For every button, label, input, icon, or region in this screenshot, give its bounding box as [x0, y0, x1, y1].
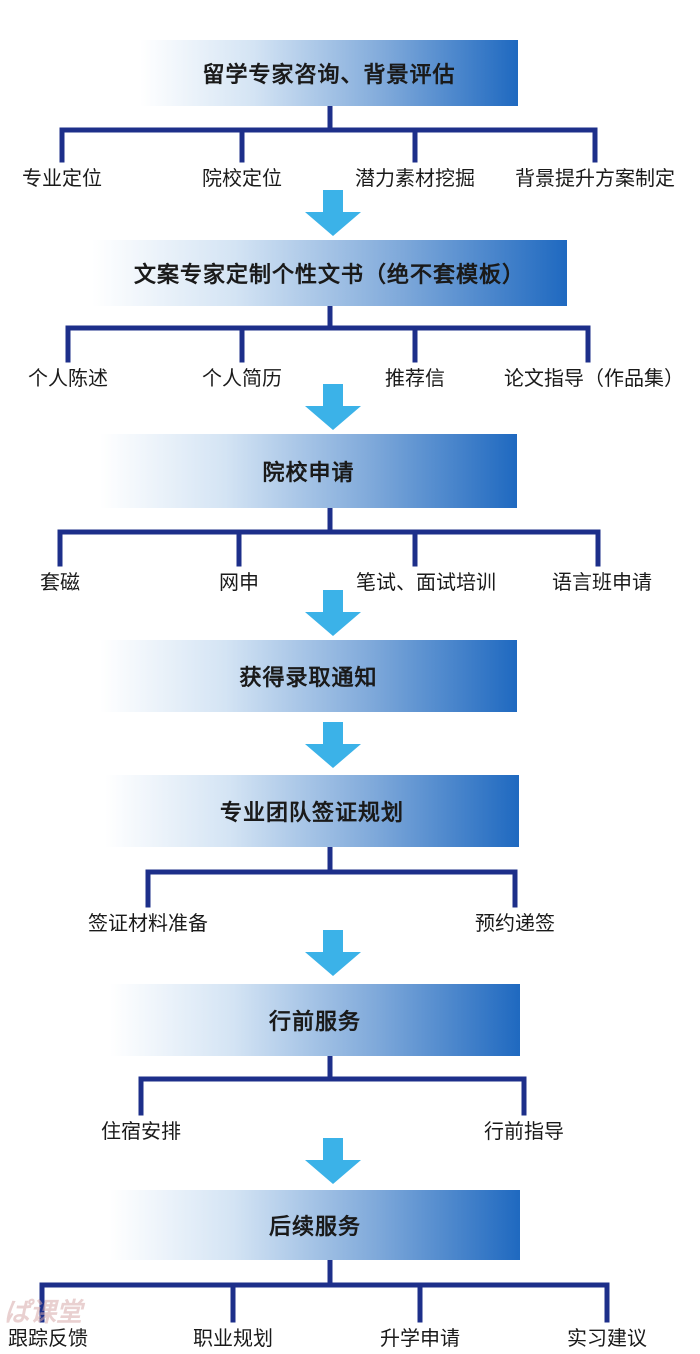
- item-school-positioning: 院校定位: [202, 166, 282, 190]
- item-contact-professor: 套磁: [40, 570, 80, 594]
- down-arrow-icon: [305, 1138, 361, 1184]
- down-arrow-icon: [305, 590, 361, 636]
- item-online-application: 网申: [219, 570, 259, 594]
- stage-box-consult: 留学专家咨询、背景评估: [140, 40, 518, 106]
- item-interview-training: 笔试、面试培训: [356, 570, 496, 594]
- down-arrow-icon: [305, 930, 361, 976]
- item-internship: 实习建议: [567, 1326, 647, 1350]
- item-resume: 个人简历: [202, 366, 282, 390]
- item-major-positioning: 专业定位: [22, 166, 102, 190]
- down-arrow-icon: [305, 190, 361, 236]
- item-departure-guidance: 行前指导: [484, 1119, 564, 1143]
- stage-title: 留学专家咨询、背景评估: [202, 63, 456, 88]
- item-accommodation: 住宿安排: [101, 1119, 181, 1143]
- down-arrow-icon: [305, 722, 361, 768]
- stage-title: 后续服务: [268, 1215, 361, 1240]
- watermark-logo: ぱ课堂: [4, 1298, 83, 1328]
- item-language-course: 语言班申请: [552, 570, 652, 594]
- stage-title: 院校申请: [262, 461, 355, 486]
- stage-box-predeparture: 行前服务: [110, 984, 520, 1056]
- stage-box-application: 院校申请: [100, 434, 517, 508]
- stage-title: 文案专家定制个性文书（绝不套模板）: [133, 263, 525, 288]
- stage-box-followup: 后续服务: [110, 1190, 520, 1260]
- item-feedback: 跟踪反馈: [8, 1326, 88, 1350]
- stage-title: 获得录取通知: [239, 666, 378, 691]
- item-recommendation: 推荐信: [385, 366, 445, 390]
- stage-box-visa: 专业团队签证规划: [105, 775, 519, 847]
- stage-title: 专业团队签证规划: [219, 801, 404, 826]
- stage-box-offer: 获得录取通知: [100, 640, 517, 712]
- item-further-study: 升学申请: [380, 1326, 460, 1350]
- item-potential-mining: 潜力素材挖掘: [355, 166, 475, 190]
- down-arrow-icon: [305, 384, 361, 430]
- item-career-planning: 职业规划: [193, 1326, 273, 1350]
- item-thesis-guidance: 论文指导（作品集）: [504, 366, 684, 390]
- item-visa-materials: 签证材料准备: [88, 911, 208, 935]
- stage-box-documents: 文案专家定制个性文书（绝不套模板）: [92, 240, 567, 306]
- stage-title: 行前服务: [268, 1010, 361, 1035]
- item-personal-statement: 个人陈述: [28, 366, 108, 390]
- item-visa-appointment: 预约递签: [475, 911, 555, 935]
- item-background-plan: 背景提升方案制定: [515, 166, 675, 190]
